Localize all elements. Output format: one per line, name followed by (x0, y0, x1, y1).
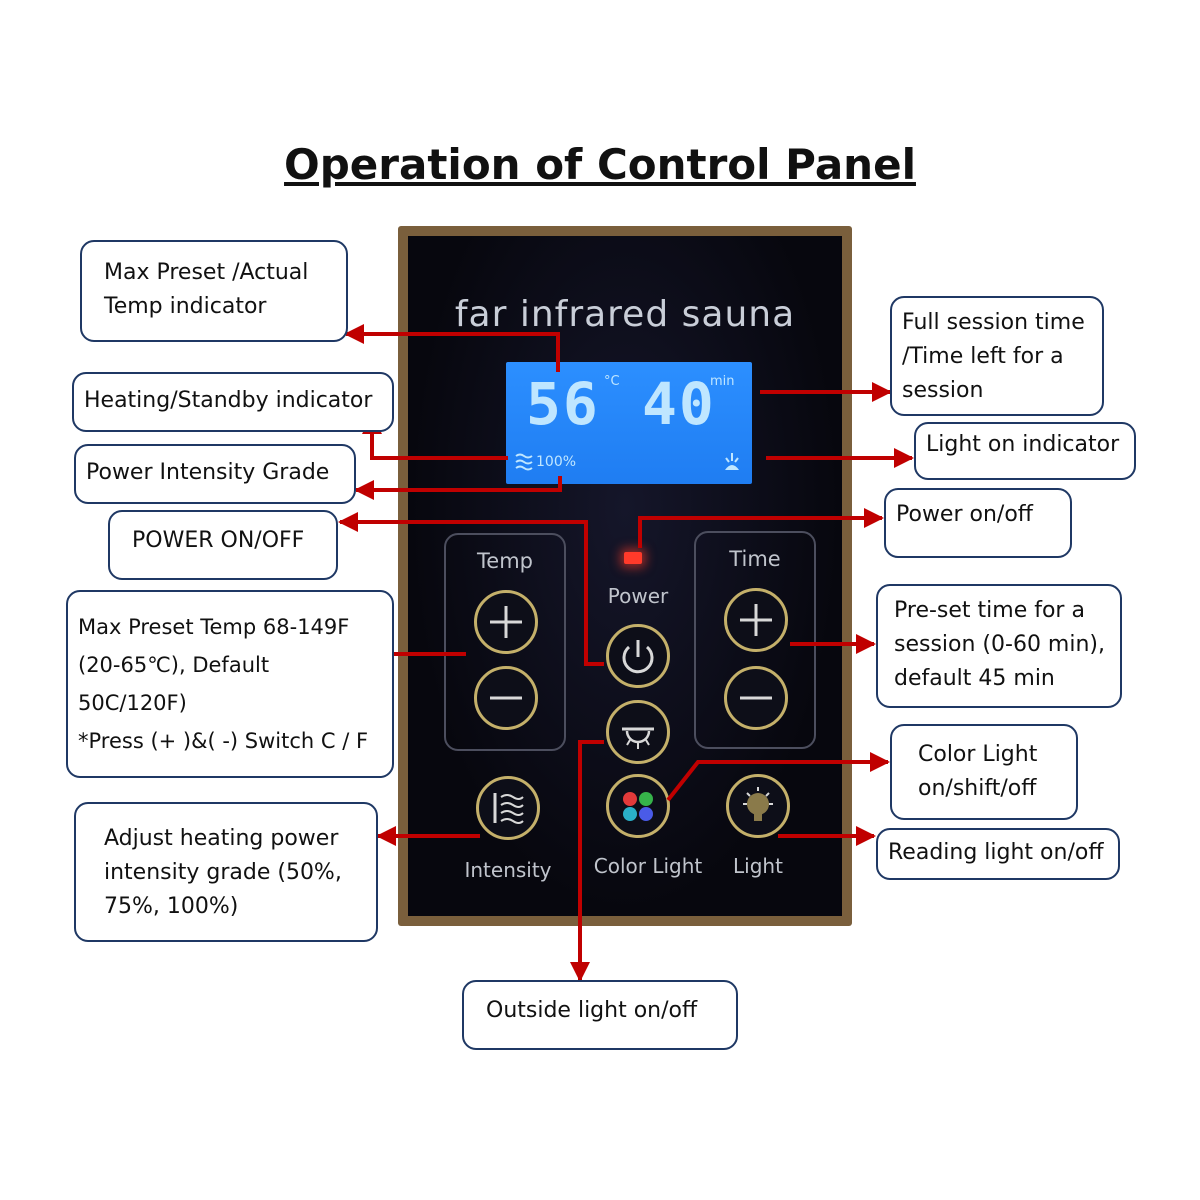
time-plus-button[interactable] (724, 588, 788, 652)
lcd-temp-value: 56 (526, 370, 600, 438)
light-on-indicator-icon (725, 453, 739, 470)
outside-light-button[interactable] (606, 700, 670, 764)
time-minus-button[interactable] (724, 666, 788, 730)
lcd-time-value: 40 (642, 370, 716, 438)
panel-brand-text: far infrared sauna (454, 294, 796, 335)
lcd-temp-unit: °C (604, 374, 620, 389)
callout-heating-standby-indicator: Heating/Standby indicator (72, 372, 394, 432)
callout-max-preset-actual-temp: Max Preset /Actual Temp indicator (80, 240, 348, 342)
temp-plus-button[interactable] (474, 590, 538, 654)
lcd-intensity-grade: 100% (536, 454, 577, 470)
temp-minus-button[interactable] (474, 666, 538, 730)
callout-color-light: Color Light on/shift/off (890, 724, 1078, 820)
minus-icon (740, 696, 772, 700)
lcd-display: 56 °C 40 min 100% (506, 362, 752, 484)
intensity-label: Intensity (464, 858, 552, 882)
minus-icon (490, 696, 522, 700)
diagram-title: Operation of Control Panel (284, 140, 916, 189)
callout-power-on-off-left: POWER ON/OFF (108, 510, 338, 580)
reading-light-button[interactable] (726, 774, 790, 838)
color-light-icon (623, 792, 653, 821)
callout-full-session-time: Full session time /Time left for a sessi… (890, 296, 1104, 416)
intensity-button[interactable] (476, 776, 540, 840)
plus-icon (740, 604, 772, 636)
callout-outside-light: Outside light on/off (462, 980, 738, 1050)
outside-light-icon (622, 727, 654, 749)
heating-wave-icon (515, 453, 533, 471)
power-indicator-led (624, 552, 642, 564)
temp-group-label: Temp (477, 549, 533, 573)
control-panel: far infrared sauna 56 °C 40 min 100% Tem… (408, 236, 842, 916)
callout-preset-time: Pre-set time for a session (0-60 min), d… (876, 584, 1122, 708)
callout-max-preset-temp: Max Preset Temp 68-149F (20-65℃), Defaul… (66, 590, 394, 778)
power-icon (622, 640, 654, 674)
callout-power-intensity-grade: Power Intensity Grade (74, 444, 356, 504)
callout-adjust-heating-intensity: Adjust heating power intensity grade (50… (74, 802, 378, 942)
power-label: Power (607, 584, 669, 608)
reading-light-bulb-icon (743, 787, 773, 821)
color-light-label: Color Light (593, 854, 703, 878)
callout-reading-light: Reading light on/off (876, 828, 1120, 880)
color-light-button[interactable] (606, 774, 670, 838)
callout-power-on-off-right: Power on/off (884, 488, 1072, 558)
time-button-group: Time (694, 531, 816, 749)
time-group-label: Time (729, 547, 781, 571)
power-button[interactable] (606, 624, 670, 688)
light-label: Light (733, 854, 783, 878)
plus-icon (490, 606, 522, 638)
callout-light-on-indicator: Light on indicator (914, 422, 1136, 480)
heating-intensity-icon (493, 793, 524, 824)
lcd-time-unit: min (710, 374, 735, 389)
